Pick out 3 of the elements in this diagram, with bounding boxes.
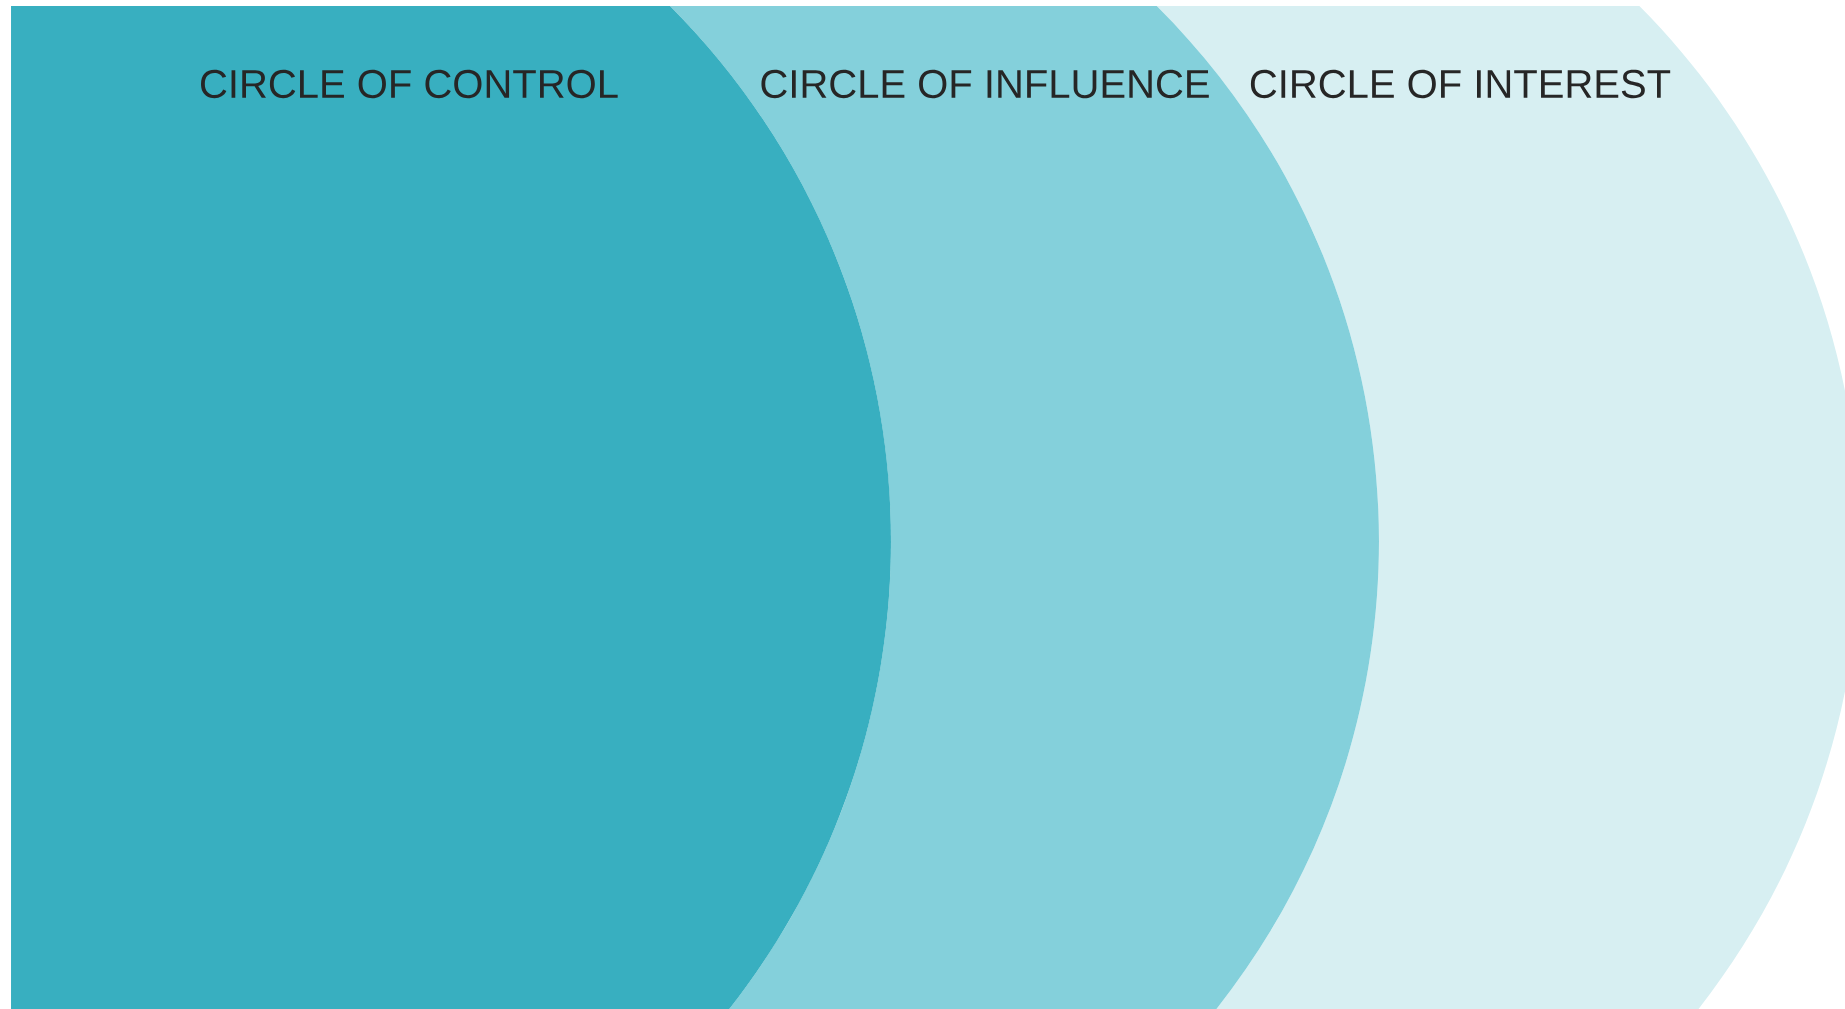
region-label: CIRCLE OF INTEREST — [1250, 69, 1671, 99]
region-label: CIRCLE OF CONTROL — [201, 69, 618, 99]
region-label: CIRCLE OF INFLUENCE — [761, 69, 1209, 99]
